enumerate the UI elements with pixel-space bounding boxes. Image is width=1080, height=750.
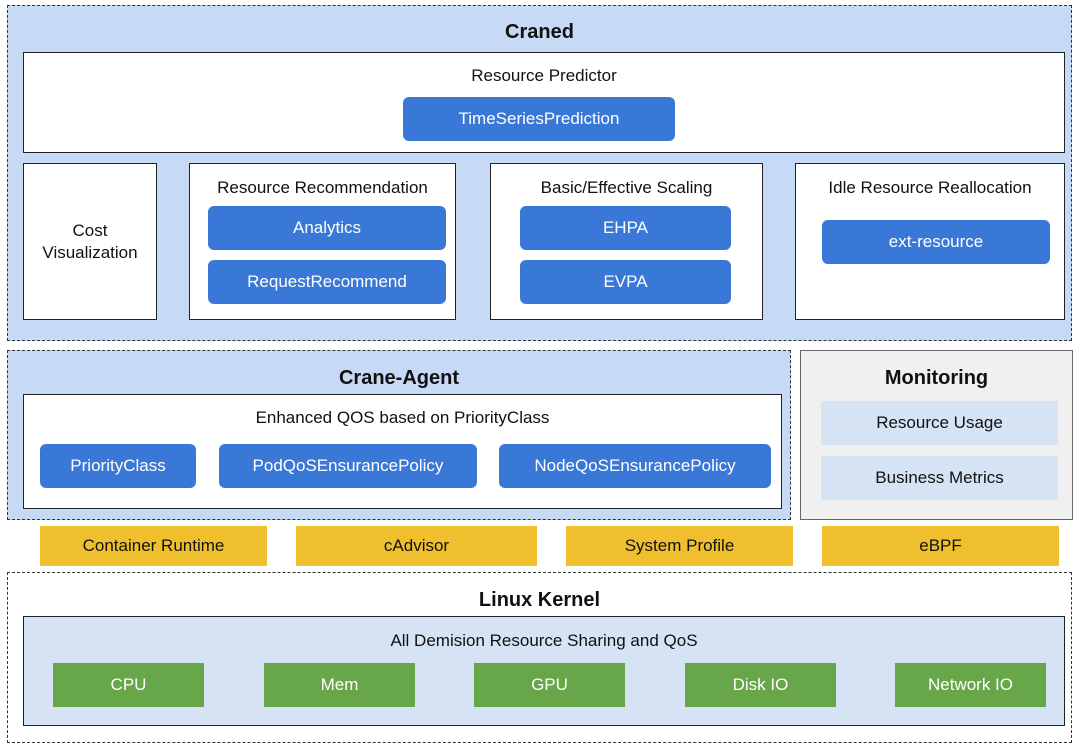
mem-block[interactable]: Mem [264, 663, 415, 707]
request-recommend-button[interactable]: RequestRecommend [208, 260, 446, 304]
ebpf-block[interactable]: eBPF [822, 526, 1059, 566]
system-profile-block[interactable]: System Profile [566, 526, 793, 566]
network-io-block[interactable]: Network IO [895, 663, 1046, 707]
scaling-label: Basic/Effective Scaling [540, 178, 713, 197]
resource-recommendation-label: Resource Recommendation [217, 178, 428, 197]
resource-predictor-label: Resource Predictor [471, 66, 617, 85]
priority-class-button[interactable]: PriorityClass [40, 444, 196, 488]
ext-resource-button[interactable]: ext-resource [822, 220, 1050, 264]
resource-sharing-label: All Demision Resource Sharing and QoS [390, 631, 698, 650]
pod-qos-ensurance-policy-button[interactable]: PodQoSEnsurancePolicy [219, 444, 477, 488]
analytics-button[interactable]: Analytics [208, 206, 446, 250]
disk-io-block[interactable]: Disk IO [685, 663, 836, 707]
evpa-button[interactable]: EVPA [520, 260, 731, 304]
qos-label: Enhanced QOS based on PriorityClass [255, 408, 550, 427]
time-series-prediction-button[interactable]: TimeSeriesPrediction [403, 97, 675, 141]
business-metrics-item[interactable]: Business Metrics [821, 456, 1058, 500]
ehpa-button[interactable]: EHPA [520, 206, 731, 250]
idle-reallocation-label: Idle Resource Reallocation [828, 178, 1032, 197]
crane-agent-title: Crane-Agent [338, 366, 459, 389]
gpu-block[interactable]: GPU [474, 663, 625, 707]
cost-visualization-box: Cost Visualization [23, 163, 157, 320]
craned-title: Craned [505, 20, 574, 43]
container-runtime-block[interactable]: Container Runtime [40, 526, 267, 566]
cost-visualization-label: Cost Visualization [42, 220, 138, 262]
monitoring-title: Monitoring [884, 366, 989, 389]
cpu-block[interactable]: CPU [53, 663, 204, 707]
cadvisor-block[interactable]: cAdvisor [296, 526, 537, 566]
node-qos-ensurance-policy-button[interactable]: NodeQoSEnsurancePolicy [499, 444, 771, 488]
resource-usage-item[interactable]: Resource Usage [821, 401, 1058, 445]
linux-kernel-title: Linux Kernel [478, 588, 601, 611]
